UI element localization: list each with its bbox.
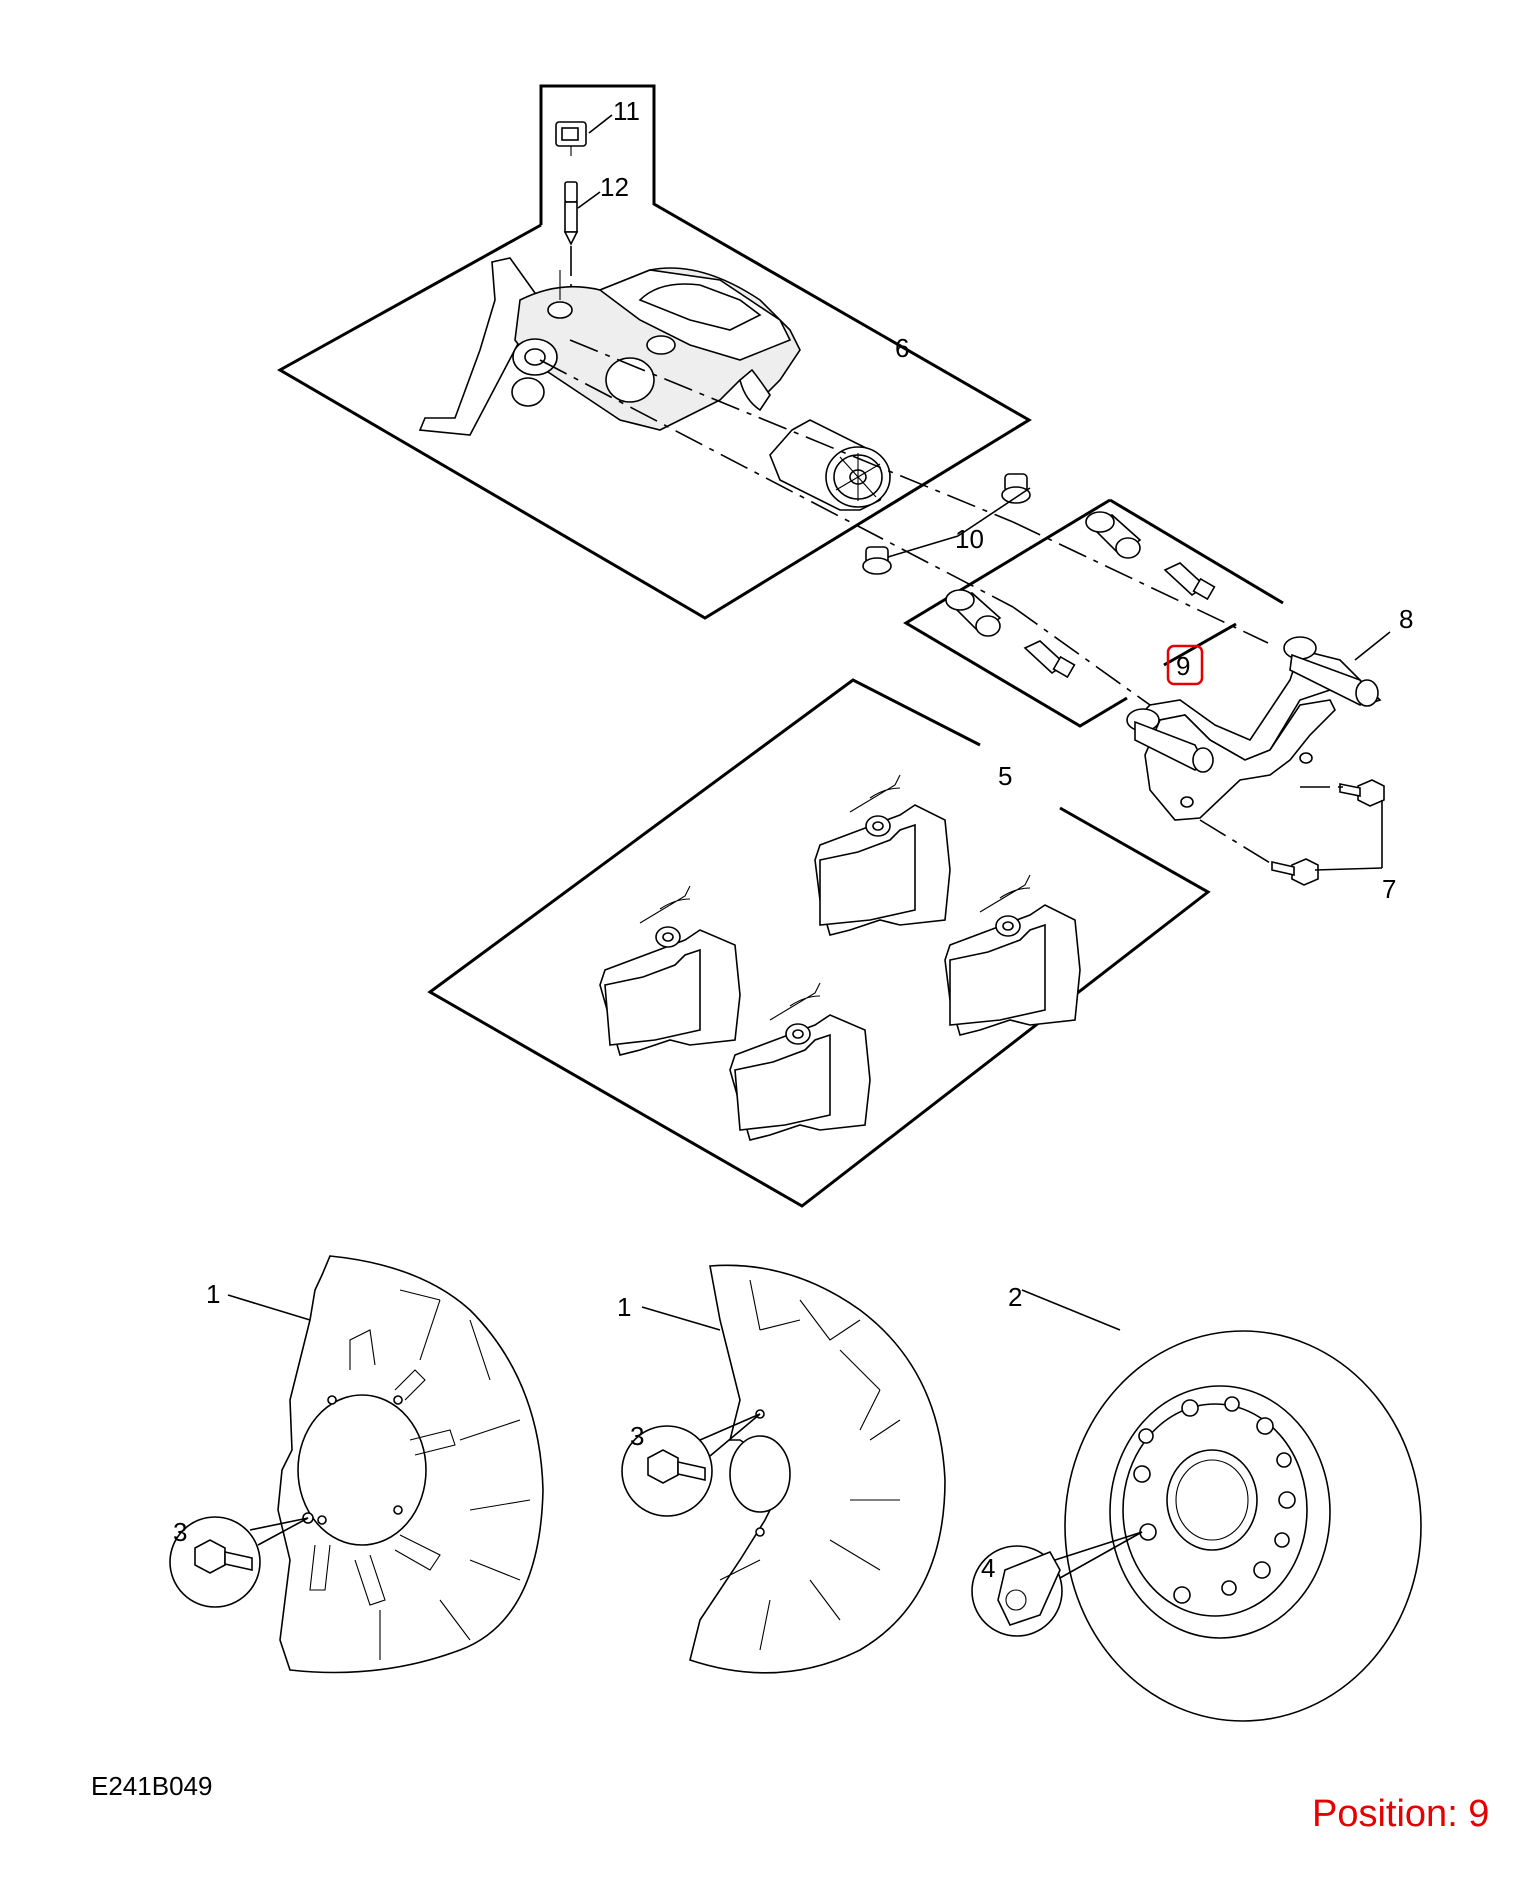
callout-3-middle[interactable]: 3 [630, 1421, 644, 1451]
callout-9[interactable]: 9 [1176, 651, 1190, 681]
callout-12[interactable]: 12 [600, 172, 629, 202]
callout-1-middle[interactable]: 1 [617, 1292, 631, 1322]
callout-1-left[interactable]: 1 [206, 1279, 220, 1309]
position-label: Position: 9 [1312, 1793, 1489, 1835]
bleed-screw-part[interactable] [563, 181, 579, 300]
brake-pad-3-part[interactable] [599, 885, 741, 1056]
callout-3-left[interactable]: 3 [173, 1517, 187, 1547]
splash-shield-middle-part[interactable] [689, 1264, 946, 1674]
leader-lines [227, 114, 1391, 1331]
guide-pin-upper-part[interactable] [1163, 562, 1216, 601]
reference-code: E241B049 [91, 1771, 212, 1801]
caliper-carrier-bracket-part[interactable] [1126, 636, 1382, 821]
caliper-piston-part[interactable] [769, 419, 891, 511]
highlight-box-callout-9 [1166, 644, 1204, 686]
carrier-bolt-lower-part[interactable] [1271, 858, 1319, 886]
callout-10[interactable]: 10 [955, 524, 984, 554]
carrier-bolt-upper-part[interactable] [1339, 779, 1385, 807]
screw-detail-right [971, 1531, 1143, 1637]
splash-shield-left-part[interactable] [277, 1255, 544, 1674]
guide-sleeve-lower-part[interactable] [945, 589, 1002, 637]
guide-sleeve-upper-part[interactable] [1085, 511, 1142, 559]
brake-pad-set-frame [427, 678, 1211, 1208]
bolt-detail-middle [621, 1413, 761, 1517]
callout-4[interactable]: 4 [981, 1553, 995, 1583]
brake-pad-2-part[interactable] [944, 874, 1081, 1036]
guide-pin-kit-frame [903, 498, 1284, 728]
bolt-detail-left [169, 1516, 309, 1608]
guide-bolt-cap-lower-part[interactable] [862, 546, 892, 575]
callout-7[interactable]: 7 [1382, 874, 1396, 904]
brake-caliper-part[interactable] [418, 257, 801, 436]
callout-labels: 11 12 6 10 8 9 5 7 1 1 2 3 3 4 [173, 96, 1413, 1583]
callout-2[interactable]: 2 [1008, 1282, 1022, 1312]
callout-6[interactable]: 6 [895, 333, 909, 363]
guide-bolt-cap-upper-part[interactable] [1001, 473, 1031, 504]
guide-pin-lower-part[interactable] [1023, 640, 1076, 679]
brake-pad-4-part[interactable] [729, 982, 871, 1141]
callout-5[interactable]: 5 [998, 761, 1012, 791]
callout-11[interactable]: 11 [613, 96, 640, 126]
caliper-assembly-frame [276, 84, 1032, 620]
callout-8[interactable]: 8 [1399, 604, 1413, 634]
bleed-valve-cap-part[interactable] [555, 121, 587, 156]
brake-pad-1-part[interactable] [814, 774, 951, 936]
brake-disc-part[interactable] [1064, 1330, 1422, 1722]
